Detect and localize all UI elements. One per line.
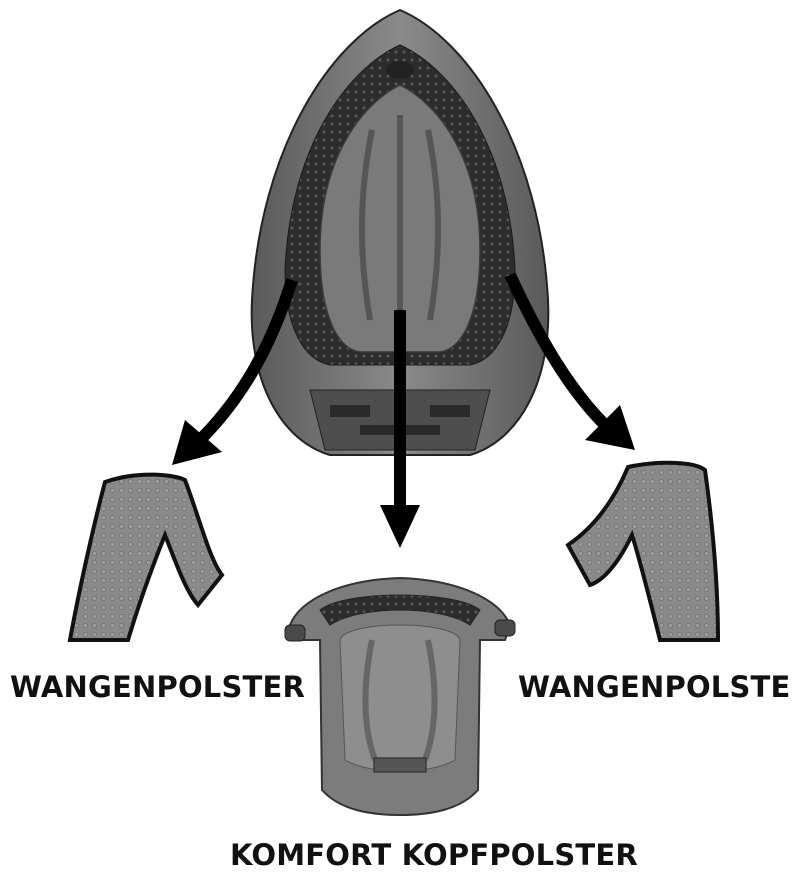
left-cheek-pad	[70, 475, 222, 640]
right-cheek-pad	[568, 463, 718, 640]
left-cheek-pad-label: WANGENPOLSTER	[10, 670, 305, 704]
comfort-liner-label: KOMFORT KOPFPOLSTER	[230, 838, 638, 872]
right-cheek-pad-label: WANGENPOLSTER	[518, 670, 793, 704]
comfort-liner	[285, 578, 515, 815]
arrows	[172, 275, 635, 548]
